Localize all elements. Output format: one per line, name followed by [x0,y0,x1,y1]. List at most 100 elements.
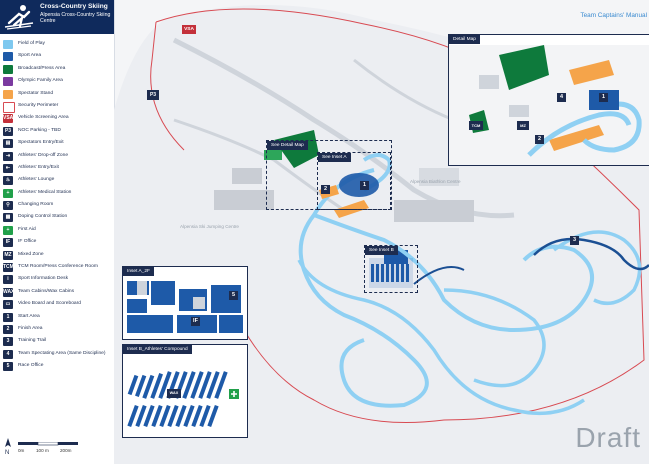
legend-item: MZ Mixed Zone [0,250,114,262]
inset-a-if-office-marker[interactable]: IF [191,317,200,326]
legend-symbol-icon: VSA [3,114,13,124]
legend-symbol-icon: WAX [3,287,13,297]
finish-area-marker[interactable]: 2 [321,185,330,194]
legend-symbol-icon: ♨ [3,176,13,186]
legend-symbol-icon: ⇥ [3,151,13,161]
legend-item: Broadcast/Press Area [0,64,114,76]
inset-b-preview [369,258,413,288]
legend-symbol-icon: 1 [3,312,13,322]
legend-label: Olympic Family Area [18,78,63,84]
legend-item: ⇥ Athletes' Drop-off Zone [0,151,114,163]
legend-label: Sport Area [18,53,42,59]
legend-item: ⇤ Athletes' Entry/Exit [0,163,114,175]
legend-symbol-icon: 4 [3,349,13,359]
legend-label: Athletes' Entry/Exit [18,164,59,170]
inset-a-title: Inset A_2F [123,267,154,276]
legend-symbol-icon: 2 [3,324,13,334]
inset-a[interactable]: Inset A_2F 5 IF [122,266,248,340]
detail-finish-marker[interactable]: 2 [535,135,544,144]
legend-symbol-icon: ▦ [3,213,13,223]
legend-label: Spectators Entry/Exit [18,140,64,146]
detail-map-inset[interactable]: Detail Map 1 2 4 TCM MZ [448,34,649,166]
legend-item: Security Perimeter [0,101,114,113]
legend-item: + First Aid [0,225,114,237]
inset-b[interactable]: Inset B_Athletes' Compound [122,344,248,438]
legend-label: TCM Room/Press Conference Room [18,264,98,270]
detail-tcm-marker[interactable]: TCM [469,121,483,130]
vsa-marker[interactable]: VSA [182,25,196,34]
legend-label: First Aid [18,226,36,232]
inset-a-race-office-marker[interactable]: 5 [229,291,238,300]
legend-item: IF IF Office [0,237,114,249]
cross-country-skiing-pictogram-icon [4,5,34,30]
see-inset-a-label: See Inset A [318,153,351,162]
inset-a-outline[interactable]: See Inset A [317,152,391,210]
legend-symbol-icon: + [3,188,13,198]
sport-title: Cross-Country Skiing [40,3,108,10]
legend-label: Security Perimeter [18,102,59,108]
legend-symbol-icon: ▤ [3,139,13,149]
legend-symbol-icon [3,52,13,62]
ski-jumping-centre-label: Alpensia Ski Jumping Centre [180,224,239,229]
detail-map-title: Detail Map [449,35,480,44]
legend-item: ▭Video Board and Scoreboard [0,299,114,311]
legend-label: Team Cabins/Wax Cabins [18,288,75,294]
legend-item: WAX Team Cabins/Wax Cabins [0,287,114,299]
legend-label: Spectator Stand [18,90,54,96]
legend-label: IF Office [18,239,37,245]
inset-a-floorplan [123,277,247,339]
see-detail-map-label: See Detail Map [267,141,308,150]
legend-item: Spectator Stand [0,89,114,101]
legend-symbol-icon: i [3,275,13,285]
legend-label: Team Spectating Area (Same Discipline) [18,350,106,356]
legend-symbol-icon: 5 [3,362,13,372]
legend-symbol-icon [3,89,13,99]
legend-symbol-icon [3,40,13,49]
legend-symbol-icon [3,77,13,87]
legend-label: NOC Parking - TBD [18,127,61,133]
see-inset-b-label: See Inset B [365,246,398,255]
detail-mixed-zone-marker[interactable]: MZ [517,121,529,130]
legend-symbol-icon: ⇤ [3,163,13,173]
legend-item: 4 Team Spectating Area (Same Discipline) [0,349,114,361]
north-label: N [5,450,9,454]
legend-item: ♨Athletes' Lounge [0,175,114,187]
legend-symbol-icon: IF [3,238,13,248]
legend-label: Video Board and Scoreboard [18,301,81,307]
legend-symbol-icon: MZ [3,250,13,260]
legend-symbol-icon: + [3,225,13,235]
start-area-marker[interactable]: 1 [360,181,369,190]
p3-parking-marker[interactable]: P3 [147,90,159,100]
legend-item: Sport Area [0,51,114,63]
legend-label: Athletes' Medical Station [18,189,72,195]
legend-label: Mixed Zone [18,251,44,257]
draft-watermark: Draft [575,422,641,453]
detail-map-drawing [449,45,649,165]
venue-subtitle: Alpensia Cross-Country Skiing Centre [40,12,111,25]
legend-sidebar: Cross-Country Skiing Alpensia Cross-Coun… [0,0,115,464]
training-trail-marker[interactable]: 3 [570,236,579,245]
inset-b-outline[interactable]: See Inset B [364,245,418,293]
brand-header: Cross-Country Skiing Alpensia Cross-Coun… [0,0,114,34]
legend-symbol-icon: P3 [3,126,13,136]
legend-label: Vehicle Screening Area [18,115,69,121]
scale-label-200: 200m [60,448,72,453]
legend-item: Field of Play [0,39,114,51]
legend-item: ⚲Changing Room [0,200,114,212]
legend-label: Broadcast/Press Area [18,65,66,71]
legend-item: VSA Vehicle Screening Area [0,113,114,125]
manual-title: Team Captains' Manual [580,12,647,19]
inset-b-wax-cabin-marker[interactable]: WAX [167,389,181,398]
legend-symbol-icon: TCM [3,263,13,273]
legend-label: Start Area [18,313,40,319]
detail-start-marker[interactable]: 1 [599,93,608,102]
detail-team-spectating-marker[interactable]: 4 [557,93,566,102]
scale-label-100: 100 m [36,448,49,453]
legend-label: Athletes' Drop-off Zone [18,152,69,158]
venue-map[interactable]: Team Captains' Manual Alpensia Biathlon … [114,0,649,464]
